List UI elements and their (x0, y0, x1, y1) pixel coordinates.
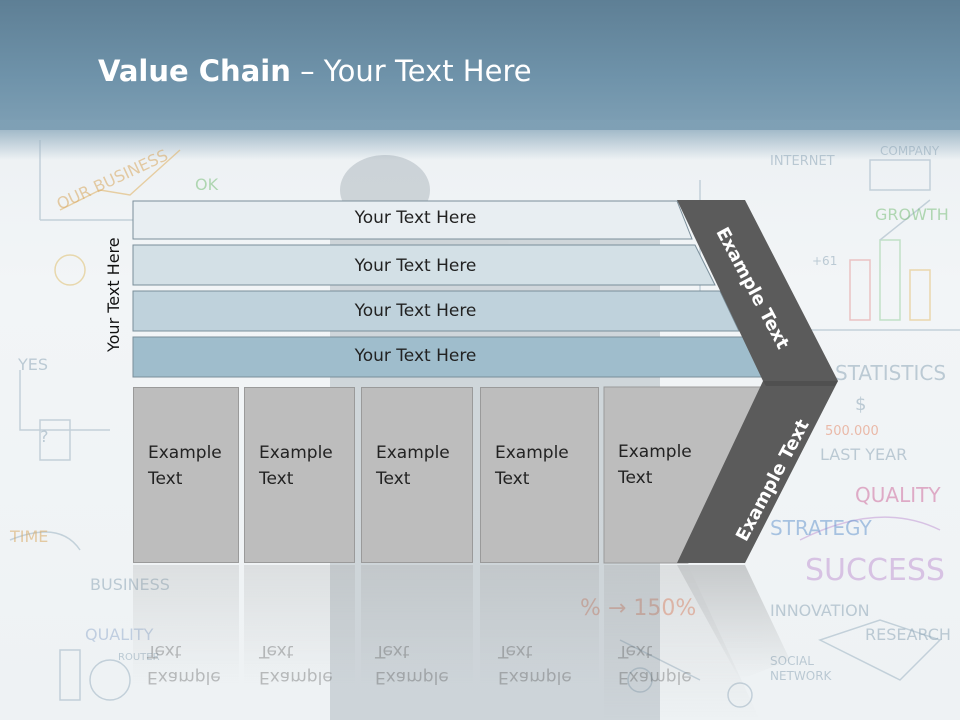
svg-text:INNOVATION: INNOVATION (770, 601, 870, 620)
header-band (0, 0, 960, 130)
column-2-line2: Text (259, 469, 294, 489)
column-3-line1: Example (376, 443, 450, 463)
column-5-line2: Text (618, 468, 653, 488)
title-rest: – Your Text Here (290, 54, 532, 88)
svg-text:LAST YEAR: LAST YEAR (820, 445, 907, 464)
svg-text:COMPANY: COMPANY (880, 144, 940, 158)
column-1-line1: Example (148, 443, 222, 463)
column-4-line2: Text (495, 469, 530, 489)
svg-text:GROWTH: GROWTH (875, 205, 949, 224)
row-3-shape (132, 290, 740, 332)
svg-text:TIME: TIME (9, 527, 48, 546)
svg-text:OK: OK (195, 175, 219, 194)
title-bold: Value Chain (98, 54, 291, 88)
column-5-line1: Example (618, 442, 692, 462)
row-3-label: Your Text Here (354, 301, 477, 321)
side-label: Your Text Here (104, 237, 123, 352)
svg-text:STATISTICS: STATISTICS (835, 361, 946, 385)
column-3-line2: Text (376, 469, 411, 489)
row-1-label: Your Text Here (354, 208, 477, 228)
column-1-line2: Text (148, 469, 183, 489)
svg-text:RESEARCH: RESEARCH (865, 625, 951, 644)
svg-text:YES: YES (17, 355, 48, 374)
svg-text:INTERNET: INTERNET (770, 154, 835, 169)
svg-text:500.000: 500.000 (825, 424, 879, 439)
column-2-line1: Example (259, 443, 333, 463)
slide-title: Value Chain – Your Text Here (98, 54, 532, 88)
row-4-label: Your Text Here (354, 346, 477, 366)
svg-text:+61: +61 (812, 254, 837, 268)
header-fade (0, 120, 960, 160)
row-2-shape (132, 244, 716, 286)
svg-text:QUALITY: QUALITY (855, 483, 941, 507)
chevron-divider (763, 381, 838, 386)
svg-text:SUCCESS: SUCCESS (805, 553, 945, 588)
svg-text:NETWORK: NETWORK (770, 669, 833, 683)
row-2-label: Your Text Here (354, 256, 477, 276)
svg-text:?: ? (40, 427, 49, 446)
row-1-shape (132, 200, 693, 240)
svg-text:STRATEGY: STRATEGY (770, 516, 872, 540)
column-4-line1: Example (495, 443, 569, 463)
svg-text:$: $ (855, 394, 866, 415)
